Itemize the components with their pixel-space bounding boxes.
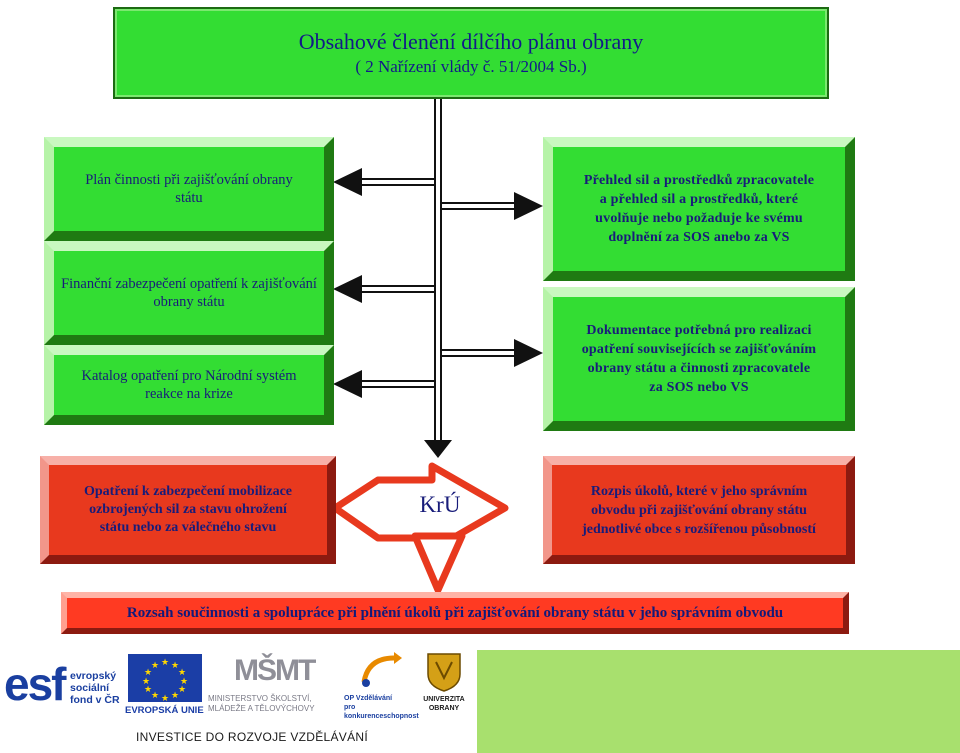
svg-text:★: ★ xyxy=(142,677,150,687)
op-text-2: pro konkurenceschopnost xyxy=(344,704,419,720)
op-text-1: OP Vzdělávání xyxy=(344,695,393,702)
esf-logo: esf evropský sociální fond v ČR xyxy=(4,656,122,714)
svg-text:★: ★ xyxy=(144,685,152,695)
esf-text-2: sociální xyxy=(70,682,110,694)
box-rozpis-ukolu: Rozpis úkolů, které v jeho správním obvo… xyxy=(543,456,855,564)
uo-logo-text: UNIVERZITA OBRANY xyxy=(420,695,468,713)
msmt-text-2: MLÁDEŽE A TĚLOVÝCHOVY xyxy=(208,704,315,713)
op-logo: OP Vzdělávání pro konkurenceschopnost xyxy=(344,652,419,720)
svg-text:★: ★ xyxy=(161,694,169,702)
esf-logo-mark: esf xyxy=(4,658,67,710)
box-dokumentace-text: Dokumentace potřebná pro realizaci opatř… xyxy=(581,323,817,395)
uo-logo: UNIVERZITA OBRANY xyxy=(420,652,468,716)
svg-text:★: ★ xyxy=(151,661,159,671)
box-prehled-sil: Přehled sil a prostředků zpracovatele a … xyxy=(543,137,855,281)
bottom-bar-text: Rozsah součinnosti a spolupráce při plně… xyxy=(126,604,784,621)
svg-text:★: ★ xyxy=(180,677,188,687)
msmt-text-1: MINISTERSTVO ŠKOLSTVÍ, xyxy=(208,694,312,703)
svg-text:★: ★ xyxy=(151,691,159,701)
msmt-logo: MŠMT MINISTERSTVO ŠKOLSTVÍ, MLÁDEŽE A TĚ… xyxy=(208,654,334,716)
arrow-to-right-1 xyxy=(441,192,543,220)
box-rozpis-text: Rozpis úkolů, které v jeho správním obvo… xyxy=(582,483,816,537)
esf-logo-text: evropský sociální fond v ČR xyxy=(70,670,120,706)
box-dokumentace: Dokumentace potřebná pro realizaci opatř… xyxy=(543,287,855,431)
svg-text:★: ★ xyxy=(178,685,186,695)
eu-logo: ★★★ ★★★ ★★★ ★★★ EVROPSKÁ UNIE xyxy=(125,654,205,716)
svg-text:★: ★ xyxy=(171,691,179,701)
title-main: Obsahové členění dílčího plánu obrany xyxy=(298,29,644,54)
box-opatreni-mobilizace: Opatření k zabezpečení mobilizace ozbroj… xyxy=(40,456,336,564)
svg-text:★: ★ xyxy=(144,668,152,678)
box-financni-zabezpeceni: Finanční zabezpečení opatření k zajišťov… xyxy=(44,241,334,345)
bottom-bar-soucinnost: Rozsah součinnosti a spolupráce při plně… xyxy=(61,592,849,634)
eu-logo-text: EVROPSKÁ UNIE xyxy=(125,705,204,716)
box-prehled-text: Přehled sil a prostředků zpracovatele a … xyxy=(583,173,815,245)
uo-shield-icon xyxy=(427,653,461,692)
box-opatreni-text: Opatření k zabezpečení mobilizace ozbroj… xyxy=(83,484,293,535)
logo-strip-green-panel xyxy=(477,650,960,753)
title-sub: ( 2 Nařízení vlády č. 51/2004 Sb.) xyxy=(355,57,587,76)
svg-text:★: ★ xyxy=(161,658,169,668)
kru-arrow-shape xyxy=(331,462,509,554)
arrow-to-left-3 xyxy=(333,370,435,398)
arrow-to-left-1 xyxy=(333,168,435,196)
eu-flag-icon: ★★★ ★★★ ★★★ ★★★ xyxy=(128,654,202,702)
footer-investice: INVESTICE DO ROZVOJE VZDĚLÁVÁNÍ xyxy=(136,730,369,744)
arrow-to-left-2 xyxy=(333,275,435,303)
box-katalog-text: Katalog opatření pro Národní systém reak… xyxy=(81,368,297,402)
esf-text-1: evropský xyxy=(70,670,117,682)
main-trunk-arrowhead xyxy=(424,440,452,458)
op-arrow-icon xyxy=(361,652,402,687)
svg-text:★: ★ xyxy=(178,668,186,678)
title-box: Obsahové členění dílčího plánu obrany ( … xyxy=(113,7,829,99)
esf-text-3: fond v ČR xyxy=(70,694,120,706)
msmt-logo-mark: MŠMT xyxy=(234,654,316,687)
svg-text:★: ★ xyxy=(171,661,179,671)
uo-text-2: OBRANY xyxy=(428,705,460,712)
msmt-logo-text: MINISTERSTVO ŠKOLSTVÍ, MLÁDEŽE A TĚLOVÝC… xyxy=(208,694,315,714)
kru-label: KrÚ xyxy=(419,492,461,517)
op-logo-text: OP Vzdělávání pro konkurenceschopnost xyxy=(344,694,419,721)
box-plan-cinnosti-text: Plán činnosti při zajišťování obrany stá… xyxy=(85,172,293,206)
box-financni-text: Finanční zabezpečení opatření k zajišťov… xyxy=(61,276,317,310)
logo-strip xyxy=(0,650,477,753)
kru-down-arrow xyxy=(411,532,466,594)
arrow-to-right-2 xyxy=(441,339,543,367)
uo-text-1: UNIVERZITA xyxy=(423,696,465,703)
box-plan-cinnosti: Plán činnosti při zajišťování obrany stá… xyxy=(44,137,334,241)
box-katalog-opatreni: Katalog opatření pro Národní systém reak… xyxy=(44,345,334,425)
